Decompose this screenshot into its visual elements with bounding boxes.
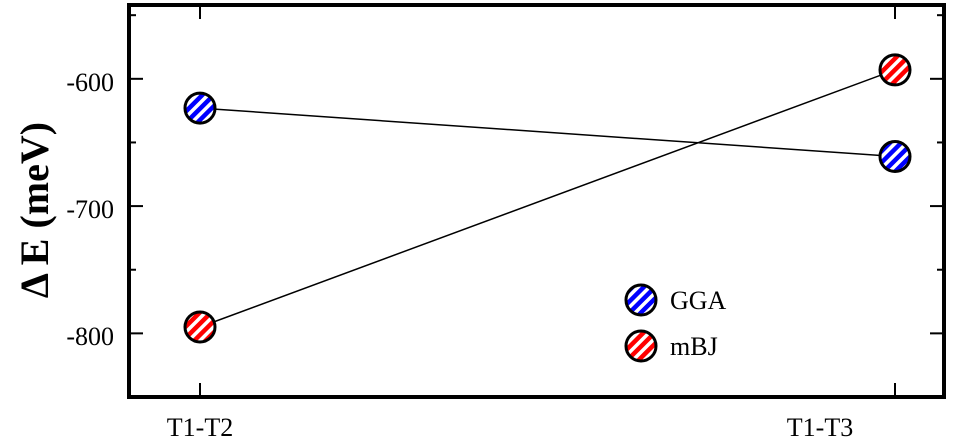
y-tick-label: -600 xyxy=(66,68,114,97)
y-tick-label: -700 xyxy=(66,195,114,224)
x-tick-label: T1-T2 xyxy=(167,413,233,442)
legend-marker-gga xyxy=(624,283,658,317)
x-tick-label: T1-T3 xyxy=(787,413,853,442)
legend-label-mbj: mBJ xyxy=(670,332,718,361)
data-point-mbj xyxy=(183,310,217,344)
data-point-mbj xyxy=(878,53,912,87)
data-point-gga xyxy=(183,91,217,125)
legend-marker-mbj xyxy=(624,329,658,363)
series-line-gga xyxy=(199,107,896,158)
axis-ticks xyxy=(129,5,944,397)
y-tick-label: -800 xyxy=(66,322,114,351)
y-axis-title: Δ E (meV) xyxy=(12,122,57,298)
legend-label-gga: GGA xyxy=(670,286,727,315)
series-lines xyxy=(199,69,896,328)
data-point-gga xyxy=(878,140,912,173)
legend: GGA mBJ xyxy=(624,283,727,363)
series-line-mbj xyxy=(199,69,896,328)
series-markers xyxy=(183,53,912,344)
plot-frame xyxy=(127,3,946,399)
